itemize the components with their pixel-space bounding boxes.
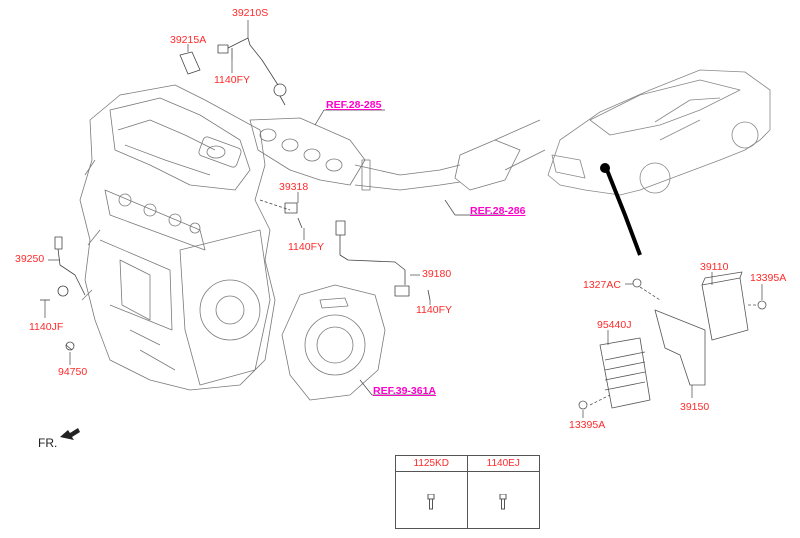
- cam-sensor-drawing: [259, 199, 303, 229]
- table-header-1125kd[interactable]: 1125KD: [396, 456, 468, 472]
- label-39210s[interactable]: 39210S: [232, 7, 269, 19]
- label-1327ac[interactable]: 1327AC: [583, 279, 621, 291]
- table-cell-1125kd: [396, 472, 468, 528]
- label-13395a-right[interactable]: 13395A: [750, 272, 787, 284]
- label-1140fy-cam[interactable]: 1140FY: [288, 241, 324, 253]
- fastener-table: 1125KD 1140EJ: [395, 455, 540, 529]
- ref-28-285[interactable]: REF.28-285: [326, 99, 382, 111]
- label-95440j[interactable]: 95440J: [597, 319, 632, 331]
- bolt-icon: [499, 494, 507, 510]
- engine-block-drawing: [79, 84, 276, 391]
- label-39150[interactable]: 39150: [680, 401, 710, 413]
- bolt-icon: [427, 494, 435, 510]
- label-13395a-left[interactable]: 13395A: [569, 419, 606, 431]
- crank-sensor-drawing: [335, 220, 431, 301]
- label-1140jf[interactable]: 1140JF: [29, 321, 64, 333]
- label-39250[interactable]: 39250: [15, 253, 45, 265]
- label-94750[interactable]: 94750: [58, 366, 88, 378]
- table-cell-1140ej: [468, 472, 540, 528]
- label-39180[interactable]: 39180: [422, 268, 452, 280]
- label-39318[interactable]: 39318: [279, 181, 309, 193]
- front-indicator: FR.: [38, 436, 58, 450]
- transmission-housing-drawing: [281, 284, 386, 401]
- exhaust-manifold-drawing: [249, 117, 546, 191]
- ecu-pointer: [603, 164, 642, 256]
- table-header-1140ej[interactable]: 1140EJ: [467, 456, 539, 472]
- ref-39-361a[interactable]: REF.39-361A: [373, 385, 437, 397]
- label-39215a[interactable]: 39215A: [170, 34, 207, 46]
- car-drawing: [547, 69, 771, 196]
- leader-lines: [44, 20, 763, 418]
- front-arrow-icon: [60, 428, 80, 440]
- label-39110[interactable]: 39110: [700, 261, 729, 273]
- o2-sensor-upper-drawing: [179, 37, 287, 106]
- ref-28-286[interactable]: REF.28-286: [470, 205, 526, 217]
- knock-sensor-drawing: [40, 236, 86, 351]
- label-1140fy-crank[interactable]: 1140FY: [416, 304, 452, 316]
- ecu-assembly-drawing: [578, 271, 767, 410]
- label-1140fy-upper[interactable]: 1140FY: [214, 74, 250, 86]
